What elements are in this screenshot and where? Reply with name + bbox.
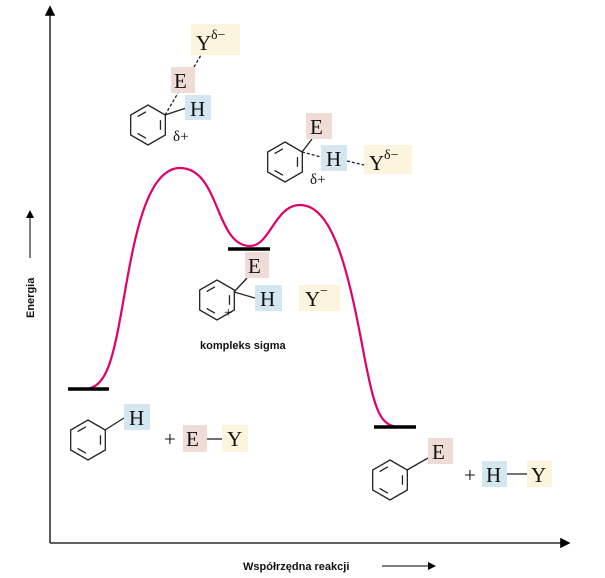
dashed-bond bbox=[301, 151, 322, 158]
e-label: E bbox=[432, 440, 445, 464]
bond bbox=[233, 291, 256, 299]
dashed-bond bbox=[193, 54, 202, 68]
bond bbox=[406, 457, 429, 471]
e-label: E bbox=[310, 115, 323, 139]
h-label: H bbox=[486, 463, 501, 487]
double-bond-line bbox=[77, 426, 87, 433]
e-box bbox=[306, 113, 332, 139]
double-bond-line bbox=[379, 466, 389, 473]
bond bbox=[233, 277, 248, 293]
sigma-complex: E H + Y − kompleks sigma bbox=[199, 252, 340, 352]
h-label: H bbox=[129, 406, 144, 430]
e-label: E bbox=[186, 427, 199, 451]
e-label: E bbox=[174, 69, 187, 93]
benzene-ring bbox=[199, 279, 235, 321]
double-bond-line bbox=[137, 111, 147, 118]
h-box bbox=[321, 145, 347, 171]
h-label: H bbox=[190, 97, 205, 121]
y-box bbox=[527, 461, 552, 487]
y-box bbox=[222, 425, 248, 452]
y-label: Y bbox=[305, 287, 320, 311]
h-box bbox=[124, 404, 150, 430]
y-box bbox=[191, 24, 240, 55]
energy-curve bbox=[84, 166, 401, 429]
y-axis-label: Energia bbox=[25, 277, 37, 318]
products: E + H Y bbox=[372, 438, 552, 501]
double-bond-line bbox=[274, 148, 284, 155]
double-bond-line bbox=[379, 487, 389, 494]
double-bond-line bbox=[206, 307, 216, 314]
double-bond-line bbox=[274, 169, 284, 176]
h-box bbox=[185, 95, 211, 120]
y-box bbox=[299, 285, 340, 311]
dashed-bond bbox=[164, 92, 179, 116]
y-label: Y bbox=[196, 31, 211, 55]
dashed-bond bbox=[346, 160, 365, 166]
h-box bbox=[255, 285, 282, 311]
reactants: H + E Y bbox=[70, 404, 248, 461]
e-box bbox=[428, 438, 453, 464]
h-box bbox=[482, 461, 507, 487]
bond bbox=[164, 107, 187, 116]
double-bond-line bbox=[137, 132, 147, 139]
e-box bbox=[171, 67, 195, 93]
sigma-complex-caption: kompleks sigma bbox=[200, 340, 286, 352]
y-label: Y bbox=[531, 463, 546, 487]
x-axis-label: Współrzędna reakcji bbox=[243, 561, 349, 573]
bond bbox=[104, 417, 125, 431]
delta-minus: δ− bbox=[384, 148, 399, 163]
transition-state-1: Y δ− E H δ+ bbox=[130, 24, 240, 146]
minus-charge: − bbox=[320, 284, 328, 299]
transition-state-2: E H Y δ− δ+ bbox=[267, 113, 412, 188]
double-bond-line bbox=[77, 447, 87, 454]
delta-plus: δ+ bbox=[310, 172, 326, 188]
bond bbox=[301, 138, 313, 153]
delta-plus: δ+ bbox=[173, 129, 189, 145]
ring-plus-charge: + bbox=[224, 305, 232, 321]
y-label: Y bbox=[227, 427, 242, 451]
e-box bbox=[245, 252, 269, 278]
e-label: E bbox=[248, 254, 261, 278]
double-bond-line bbox=[206, 286, 216, 293]
e-box bbox=[183, 425, 207, 452]
delta-minus: δ− bbox=[211, 28, 226, 43]
y-label: Y bbox=[369, 151, 384, 175]
h-label: H bbox=[260, 287, 275, 311]
h-label: H bbox=[326, 147, 341, 171]
plus-sign: + bbox=[164, 427, 176, 451]
y-box bbox=[364, 145, 412, 174]
plus-sign: + bbox=[464, 463, 476, 487]
